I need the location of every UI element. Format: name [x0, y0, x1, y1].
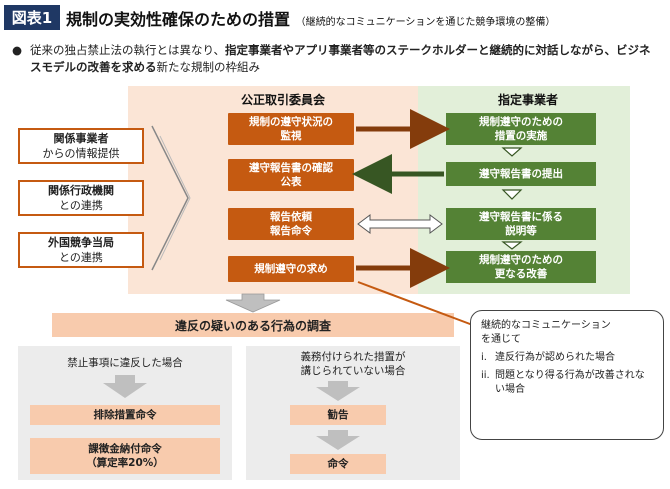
input-sub: との連携: [59, 199, 103, 212]
cease-desist-order-box: 排除措置命令: [30, 405, 220, 425]
intro-text: 従来の独占禁止法の執行とは異なり、指定事業者やアプリ事業者等のステークホルダーと…: [30, 42, 662, 76]
note-item-num: ii.: [481, 370, 490, 381]
connector-to-note: [357, 281, 487, 331]
intro-part3: 新たな規制の枠組み: [156, 60, 261, 74]
right-branch-condition: 義務付けられた措置が 講じられていない場合: [246, 350, 460, 378]
surcharge-order-box: 課徴金納付命令 （算定率20%）: [30, 438, 220, 474]
jftc-box-monitoring: 規制の遵守状況の 監視: [228, 113, 354, 145]
bullet-icon: ●: [12, 43, 23, 57]
input-title: 外国競争当局: [48, 236, 114, 249]
box-line2: 報告命令: [270, 225, 312, 237]
input-sub: からの情報提供: [42, 147, 120, 160]
designated-box-submit-report: 遵守報告書の提出: [446, 162, 596, 186]
communication-note: 継続的なコミュニケーション を通じて i. 違反行為が認められた場合 ii. 問…: [470, 310, 664, 440]
input-admin-agencies: 関係行政機関 との連携: [18, 180, 144, 216]
box-line1: 規制遵守のための: [479, 116, 563, 128]
down-arrow-right-1: [316, 381, 360, 401]
figure-title-main: 規制の実効性確保のための措置: [66, 10, 291, 29]
designated-box-implement: 規制遵守のための 措置の実施: [446, 113, 596, 145]
input-title: 関係事業者: [53, 132, 109, 145]
figure-label: 図表1: [4, 5, 60, 30]
note-item-text: 違反行為が認められた場合: [495, 352, 615, 363]
chevron-down-icon: [501, 189, 523, 200]
jftc-box-report-review: 遵守報告書の確認 公表: [228, 159, 354, 191]
input-chevron-inner: [159, 135, 191, 261]
box-line1: 遵守報告書に係る: [479, 211, 563, 223]
note-item: i. 違反行為が認められた場合: [481, 351, 653, 365]
condition-line1: 義務付けられた措置が: [300, 351, 406, 363]
down-arrow-right-2: [316, 430, 360, 450]
investigation-band: 違反の疑いのある行為の調査: [52, 313, 454, 337]
box-line2: 監視: [280, 130, 302, 142]
figure-title: 規制の実効性確保のための措置 （継続的なコミュニケーションを通じた競争環境の整備…: [66, 6, 555, 30]
left-branch-condition: 禁止事項に違反した場合: [67, 357, 183, 369]
intro-part1: 従来の独占禁止法の執行とは異なり、: [30, 43, 226, 57]
note-intro-line1: 継続的なコミュニケーション: [481, 320, 611, 331]
intro-part2: 指定事業者やアプリ事業者等のステークホルダーと継続的に対話しながら、ビジネスモデ…: [30, 43, 651, 74]
input-chevron-arrow: [151, 125, 189, 271]
box-line2: 公表: [280, 176, 302, 188]
down-arrow-left-1: [103, 375, 147, 398]
box-line1: 規制遵守のための: [479, 254, 563, 266]
input-title: 関係行政機関: [48, 184, 114, 197]
jftc-box-compliance-request: 規制遵守の求め: [228, 256, 354, 282]
box-line1: 遵守報告書の提出: [479, 168, 563, 180]
box-line2: 説明等: [505, 225, 537, 237]
condition-line2: 講じられていない場合: [300, 365, 406, 377]
jftc-box-report-request: 報告依頼 報告命令: [228, 208, 354, 240]
input-sub: との連携: [59, 251, 103, 264]
box-line1: 規制遵守の求め: [254, 263, 328, 275]
note-intro-line2: を通じて: [481, 334, 521, 345]
input-related-businesses: 関係事業者 からの情報提供: [18, 128, 144, 164]
designated-heading: 指定事業者: [497, 92, 558, 107]
note-item-text: 問題となり得る行為が改善されない場合: [495, 370, 645, 395]
surcharge-line2: （算定率20%）: [86, 457, 164, 469]
box-line2: 措置の実施: [494, 130, 548, 142]
note-item: ii. 問題となり得る行為が改善されない場合: [481, 369, 653, 397]
jftc-heading: 公正取引委員会: [240, 92, 325, 107]
designated-box-explanation: 遵守報告書に係る 説明等: [446, 208, 596, 240]
box-line1: 規制の遵守状況の: [249, 116, 333, 128]
down-arrow-to-investigation: [225, 293, 281, 313]
note-item-num: i.: [481, 352, 487, 363]
arrow-bidirectional-report: [357, 214, 443, 234]
surcharge-line1: 課徴金納付命令: [88, 443, 162, 455]
order-box: 命令: [290, 454, 386, 474]
box-line1: 遵守報告書の確認: [249, 162, 333, 174]
chevron-down-icon: [501, 147, 523, 157]
recommendation-box: 勧告: [290, 405, 386, 425]
box-line1: 報告依頼: [270, 211, 312, 223]
chevron-down-icon: [501, 241, 523, 250]
designated-box-further-improvement: 規制遵守のための 更なる改善: [446, 251, 596, 283]
figure-subtitle: （継続的なコミュニケーションを通じた競争環境の整備）: [295, 17, 556, 28]
box-line2: 更なる改善: [494, 268, 548, 280]
input-foreign-authorities: 外国競争当局 との連携: [18, 232, 144, 268]
